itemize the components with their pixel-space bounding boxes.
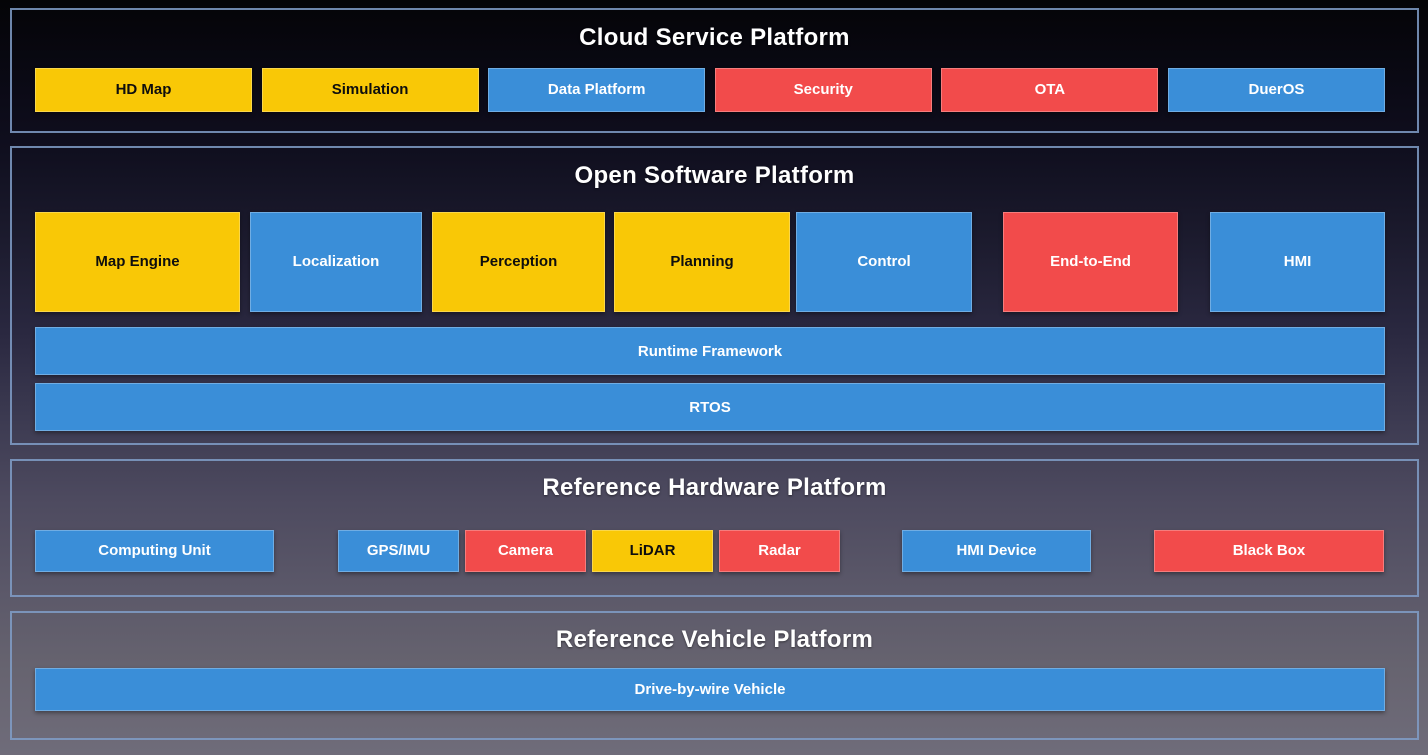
box-gps-imu: GPS/IMU — [338, 530, 459, 572]
section-open-software-platform: Open Software Platform Map Engine Locali… — [10, 146, 1419, 445]
section-title-software: Open Software Platform — [574, 162, 855, 189]
section-title-vehicle: Reference Vehicle Platform — [555, 626, 874, 653]
box-control: Control — [796, 212, 972, 312]
box-planning: Planning — [614, 212, 790, 312]
box-end-to-end: End-to-End — [1003, 212, 1178, 312]
section-reference-hardware-platform: Reference Hardware Platform Computing Un… — [10, 459, 1419, 597]
bar-runtime-framework: Runtime Framework — [35, 327, 1385, 375]
box-hd-map: HD Map — [35, 68, 252, 112]
box-hmi: HMI — [1210, 212, 1385, 312]
box-computing-unit: Computing Unit — [35, 530, 274, 572]
bar-rtos: RTOS — [35, 383, 1385, 431]
software-modules-row: Map Engine Localization Perception Plann… — [35, 212, 1385, 312]
box-data-platform: Data Platform — [488, 68, 706, 112]
box-lidar: LiDAR — [592, 530, 713, 572]
box-map-engine: Map Engine — [35, 212, 240, 312]
bar-drive-by-wire-vehicle: Drive-by-wire Vehicle — [35, 668, 1385, 711]
section-title-hardware: Reference Hardware Platform — [542, 474, 887, 501]
cloud-boxes-row: HD Map Simulation Data Platform Security… — [35, 68, 1385, 112]
section-cloud-service-platform: Cloud Service Platform HD Map Simulation… — [10, 8, 1419, 133]
section-title-cloud: Cloud Service Platform — [579, 24, 850, 51]
box-security: Security — [714, 68, 932, 112]
hardware-boxes-row: Computing Unit GPS/IMU Camera LiDAR Rada… — [35, 530, 1385, 572]
section-reference-vehicle-platform: Reference Vehicle Platform Drive-by-wire… — [10, 611, 1419, 740]
box-localization: Localization — [250, 212, 422, 312]
box-dueros: DuerOS — [1167, 68, 1385, 112]
box-ota: OTA — [941, 68, 1159, 112]
box-radar: Radar — [719, 530, 840, 572]
box-camera: Camera — [465, 530, 586, 572]
box-perception: Perception — [432, 212, 605, 312]
box-hmi-device: HMI Device — [902, 530, 1091, 572]
box-simulation: Simulation — [261, 68, 479, 112]
box-black-box: Black Box — [1154, 530, 1384, 572]
